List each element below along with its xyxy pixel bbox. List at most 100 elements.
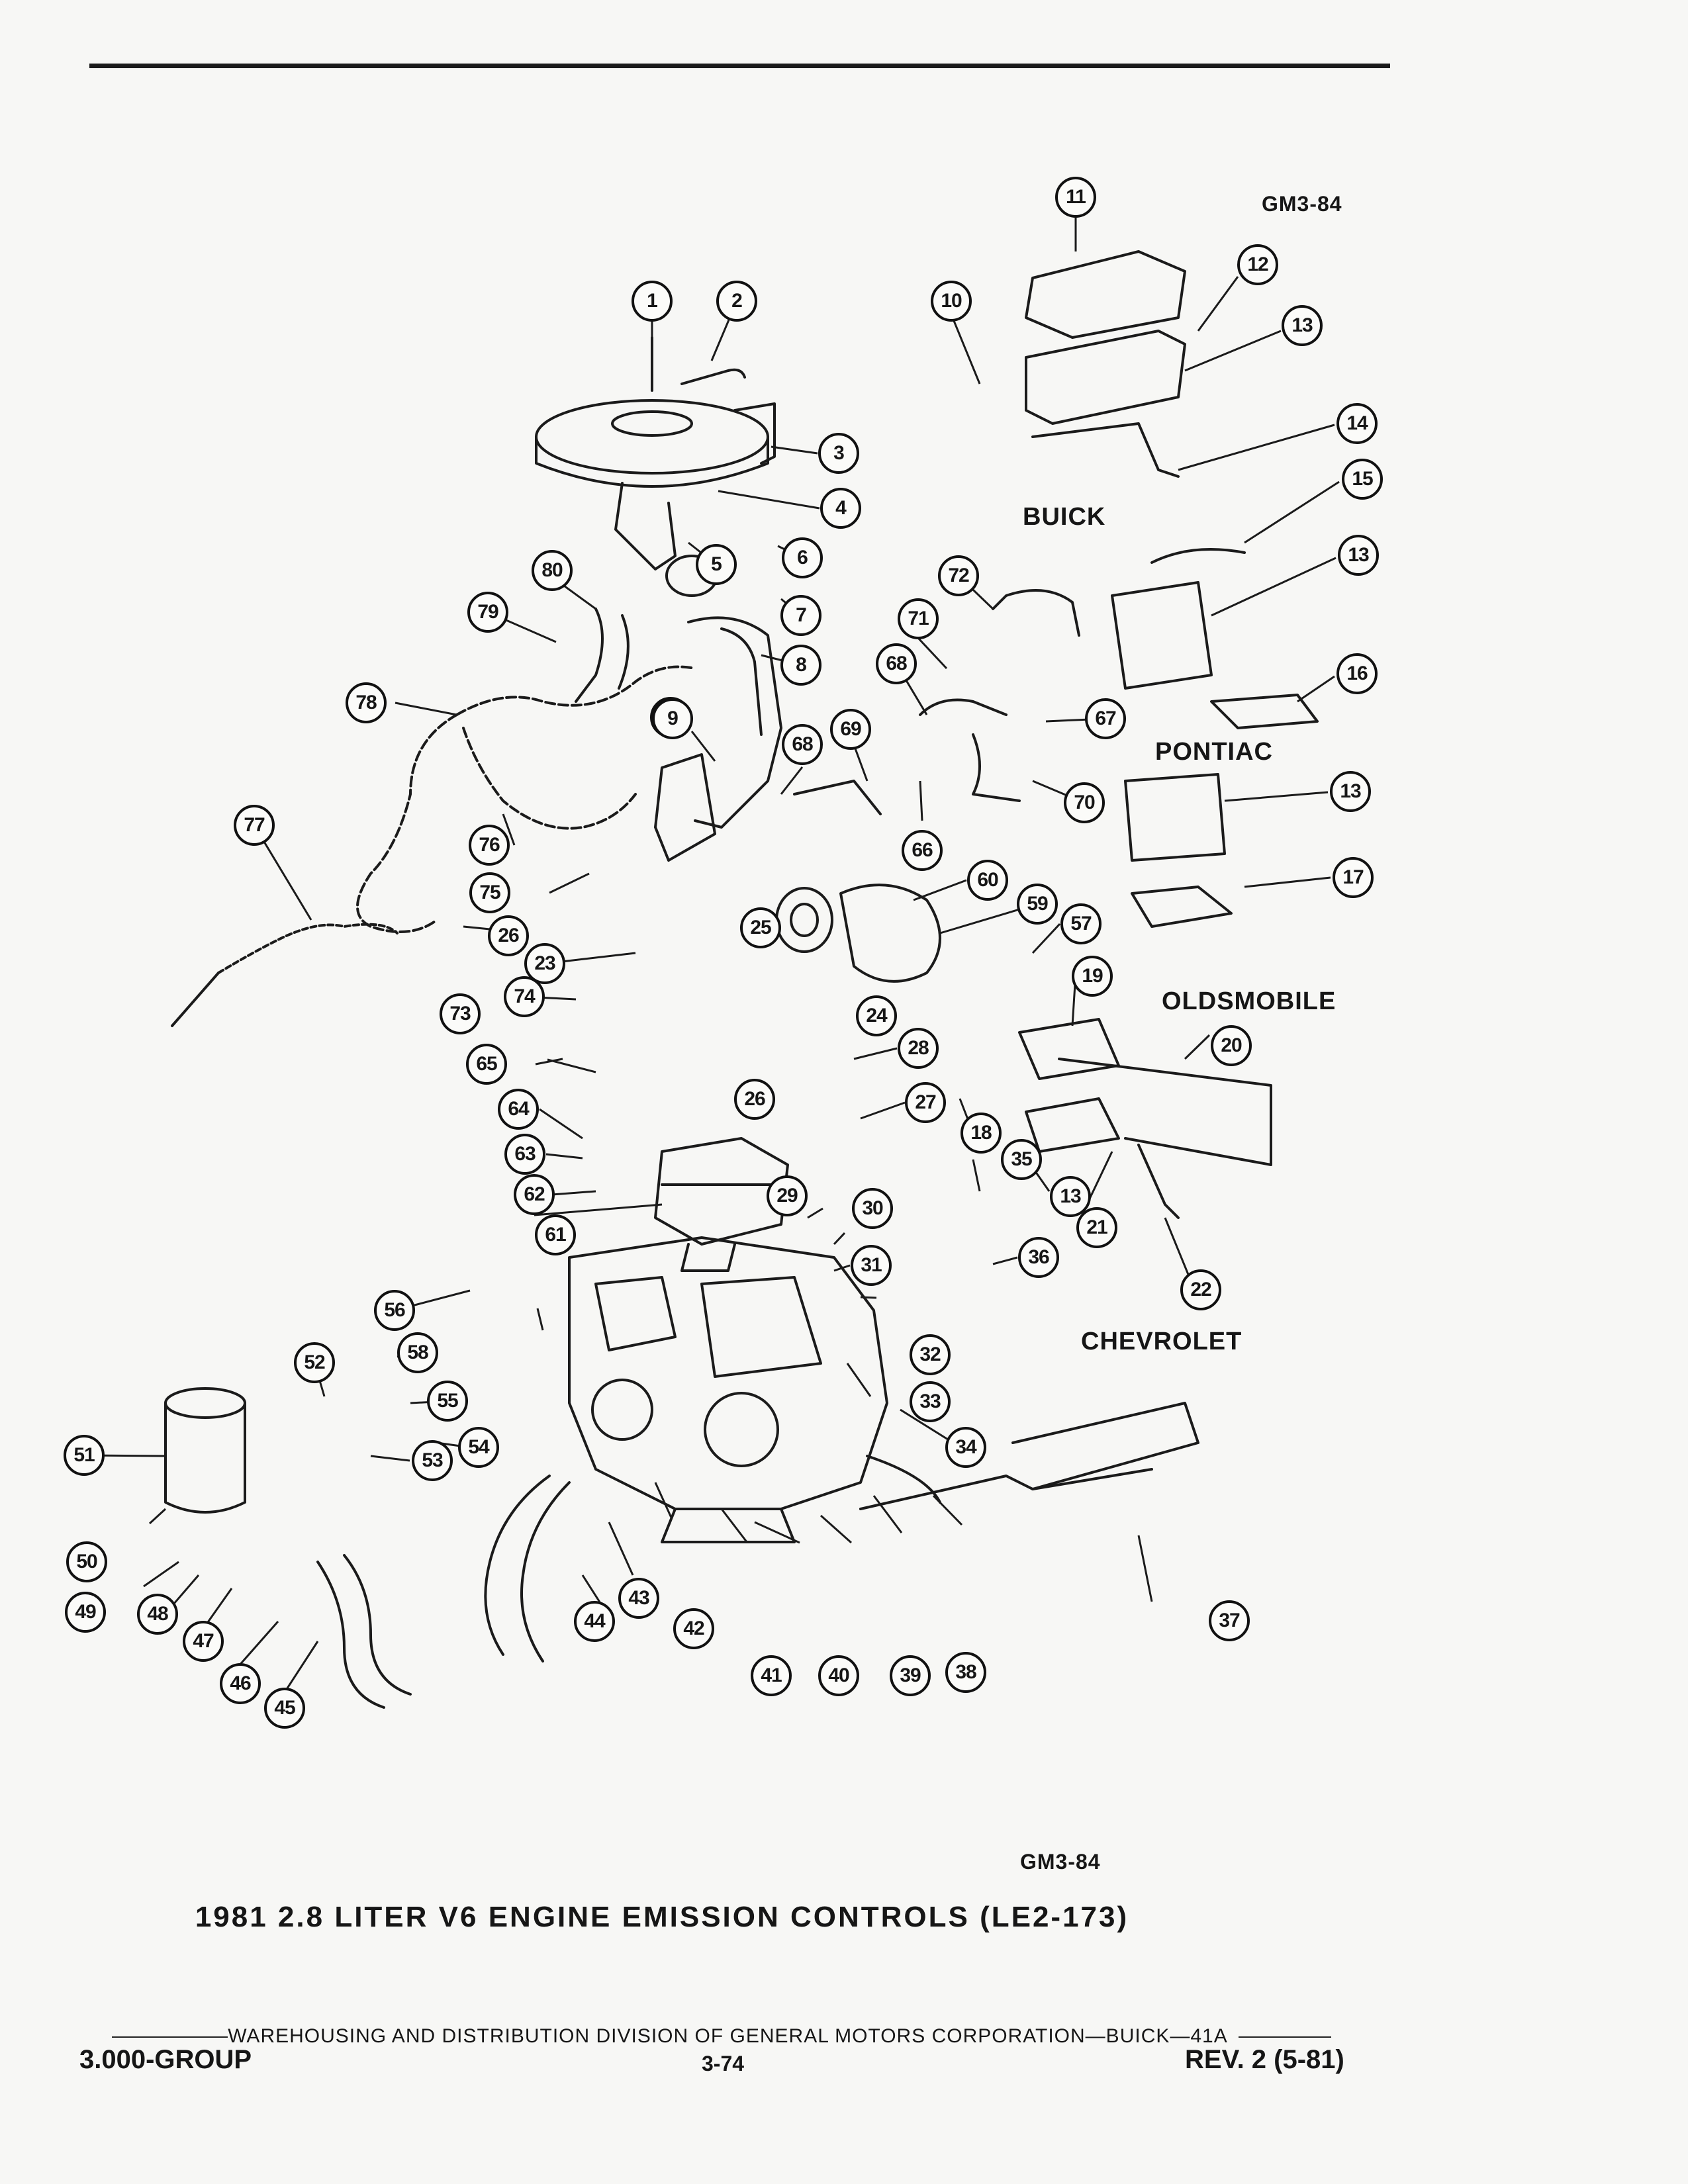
- callout-bubble: 56: [374, 1290, 415, 1331]
- figure-caption: 1981 2.8 LITER V6 ENGINE EMISSION CONTRO…: [195, 1901, 1129, 1933]
- callout-bubble: 41: [751, 1655, 792, 1696]
- callout-bubble: 36: [1018, 1237, 1059, 1278]
- callout-bubble: 44: [574, 1601, 615, 1642]
- callout-bubble: 2: [716, 281, 757, 322]
- callout-bubble: 16: [1336, 653, 1378, 694]
- callout-bubble: 47: [183, 1621, 224, 1662]
- footer-division-text: WAREHOUSING AND DISTRIBUTION DIVISION OF…: [228, 2025, 1228, 2047]
- callout-bubble: 71: [898, 598, 939, 639]
- callout-bubble: 58: [397, 1332, 438, 1373]
- callout-bubble: 6: [782, 537, 823, 578]
- callout-bubble: 29: [767, 1175, 808, 1216]
- callout-bubble: 34: [945, 1427, 986, 1468]
- callout-bubble: 48: [137, 1594, 178, 1635]
- callout-bubble: 21: [1076, 1207, 1117, 1248]
- header-rule: [89, 64, 1390, 68]
- callout-bubble: 69: [830, 709, 871, 750]
- callout-bubble: 77: [234, 805, 275, 846]
- callout-bubble: 12: [1237, 244, 1278, 285]
- callout-bubble: 67: [1085, 698, 1126, 739]
- callout-bubble: 3: [818, 433, 859, 474]
- callout-bubble: 13: [1330, 771, 1371, 812]
- callout-bubble: 38: [945, 1652, 986, 1693]
- callout-bubble: 62: [514, 1174, 555, 1215]
- callout-bubble: 70: [1064, 782, 1105, 823]
- brand-label-pontiac: PONTIAC: [1155, 738, 1273, 766]
- footer-rule-right: [1238, 2036, 1331, 2038]
- callout-bubble: 73: [440, 993, 481, 1034]
- callout-bubble: 30: [852, 1188, 893, 1229]
- ground-cable-illustration: [217, 923, 399, 974]
- callout-bubble: 24: [856, 995, 897, 1036]
- callout-bubble: 14: [1336, 403, 1378, 444]
- callout-bubble: 68: [876, 643, 917, 684]
- callout-bubble: 43: [618, 1578, 659, 1619]
- callout-bubble: 68: [782, 724, 823, 765]
- callout-bubble: 25: [740, 907, 781, 948]
- oldsmobile-ecm-illustration: [1124, 773, 1233, 928]
- callout-bubble: 10: [931, 281, 972, 322]
- callout-bubble: 19: [1072, 956, 1113, 997]
- engine-block-illustration: [568, 1236, 888, 1543]
- callout-bubble: 42: [673, 1608, 714, 1649]
- figure-code-bottom: GM3-84: [1020, 1850, 1101, 1874]
- callout-bubble: 79: [467, 592, 508, 633]
- exhaust-illustration: [859, 1402, 1199, 1510]
- callout-bubble: 50: [66, 1541, 107, 1582]
- footer-group: 3.000-GROUP: [79, 2045, 252, 2074]
- callout-bubble: 49: [65, 1592, 106, 1633]
- callout-bubble: 66: [902, 830, 943, 871]
- brand-label-chevrolet: CHEVROLET: [1081, 1328, 1243, 1355]
- canister-illustration: [164, 1387, 246, 1514]
- footer-page-number: 3-74: [702, 2052, 745, 2075]
- callout-bubble: 31: [851, 1245, 892, 1286]
- callout-bubble: 32: [910, 1334, 951, 1375]
- callout-bubble: 74: [504, 976, 545, 1017]
- hose-bundle-illustration: [316, 1475, 571, 1709]
- figure-code-top: GM3-84: [1262, 192, 1342, 216]
- callout-bubble: 17: [1333, 857, 1374, 898]
- callout-bubble: 18: [961, 1113, 1002, 1154]
- callout-bubble: 20: [1211, 1025, 1252, 1066]
- intake-duct-illustration: [575, 608, 782, 862]
- brand-label-oldsmobile: OLDSMOBILE: [1162, 987, 1336, 1015]
- callout-bubble: 64: [498, 1089, 539, 1130]
- callout-bubble: 80: [532, 550, 573, 591]
- callout-bubble: 33: [910, 1381, 951, 1422]
- callout-bubble: 65: [466, 1044, 507, 1085]
- callout-bubble: 13: [1282, 305, 1323, 346]
- callout-bubble: 37: [1209, 1600, 1250, 1641]
- callout-bubble: 75: [469, 872, 510, 913]
- pontiac-ecm-illustration: [1111, 548, 1319, 729]
- callout-bubble: 1: [632, 281, 673, 322]
- callout-bubble: 53: [412, 1440, 453, 1481]
- callout-bubble: 26: [488, 915, 529, 956]
- callout-bubble: 59: [1017, 884, 1058, 925]
- callout-bubble: 55: [427, 1381, 468, 1422]
- footer-division-line: WAREHOUSING AND DISTRIBUTION DIVISION OF…: [83, 2025, 1360, 2048]
- callout-bubble: 26: [734, 1079, 775, 1120]
- callout-bubble: 76: [469, 825, 510, 866]
- callout-bubble: 46: [220, 1663, 261, 1704]
- air-cleaner-illustration: [535, 336, 776, 597]
- buick-ecm-illustration: [1025, 250, 1186, 478]
- callout-bubble: 15: [1342, 459, 1383, 500]
- callout-bubble: 61: [535, 1214, 576, 1255]
- callout-bubble: 78: [346, 682, 387, 723]
- callout-bubble: 40: [818, 1655, 859, 1696]
- brand-label-buick: BUICK: [1023, 503, 1106, 531]
- callout-bubble: 13: [1050, 1176, 1091, 1217]
- callout-bubble: 57: [1060, 903, 1102, 944]
- callout-bubble: 22: [1180, 1269, 1221, 1310]
- callout-bubble: 60: [967, 860, 1008, 901]
- callout-bubble: 51: [64, 1435, 105, 1476]
- footer-revision: REV. 2 (5-81): [1185, 2045, 1344, 2074]
- callout-bubble: 39: [890, 1655, 931, 1696]
- callout-bubble: 27: [905, 1082, 946, 1123]
- footer-rule-left: [112, 2036, 228, 2038]
- callout-bubble: 35: [1001, 1139, 1042, 1180]
- callout-bubble: 7: [780, 595, 821, 636]
- carburetor-illustration: [654, 1137, 789, 1272]
- callout-bubble: 54: [458, 1427, 499, 1468]
